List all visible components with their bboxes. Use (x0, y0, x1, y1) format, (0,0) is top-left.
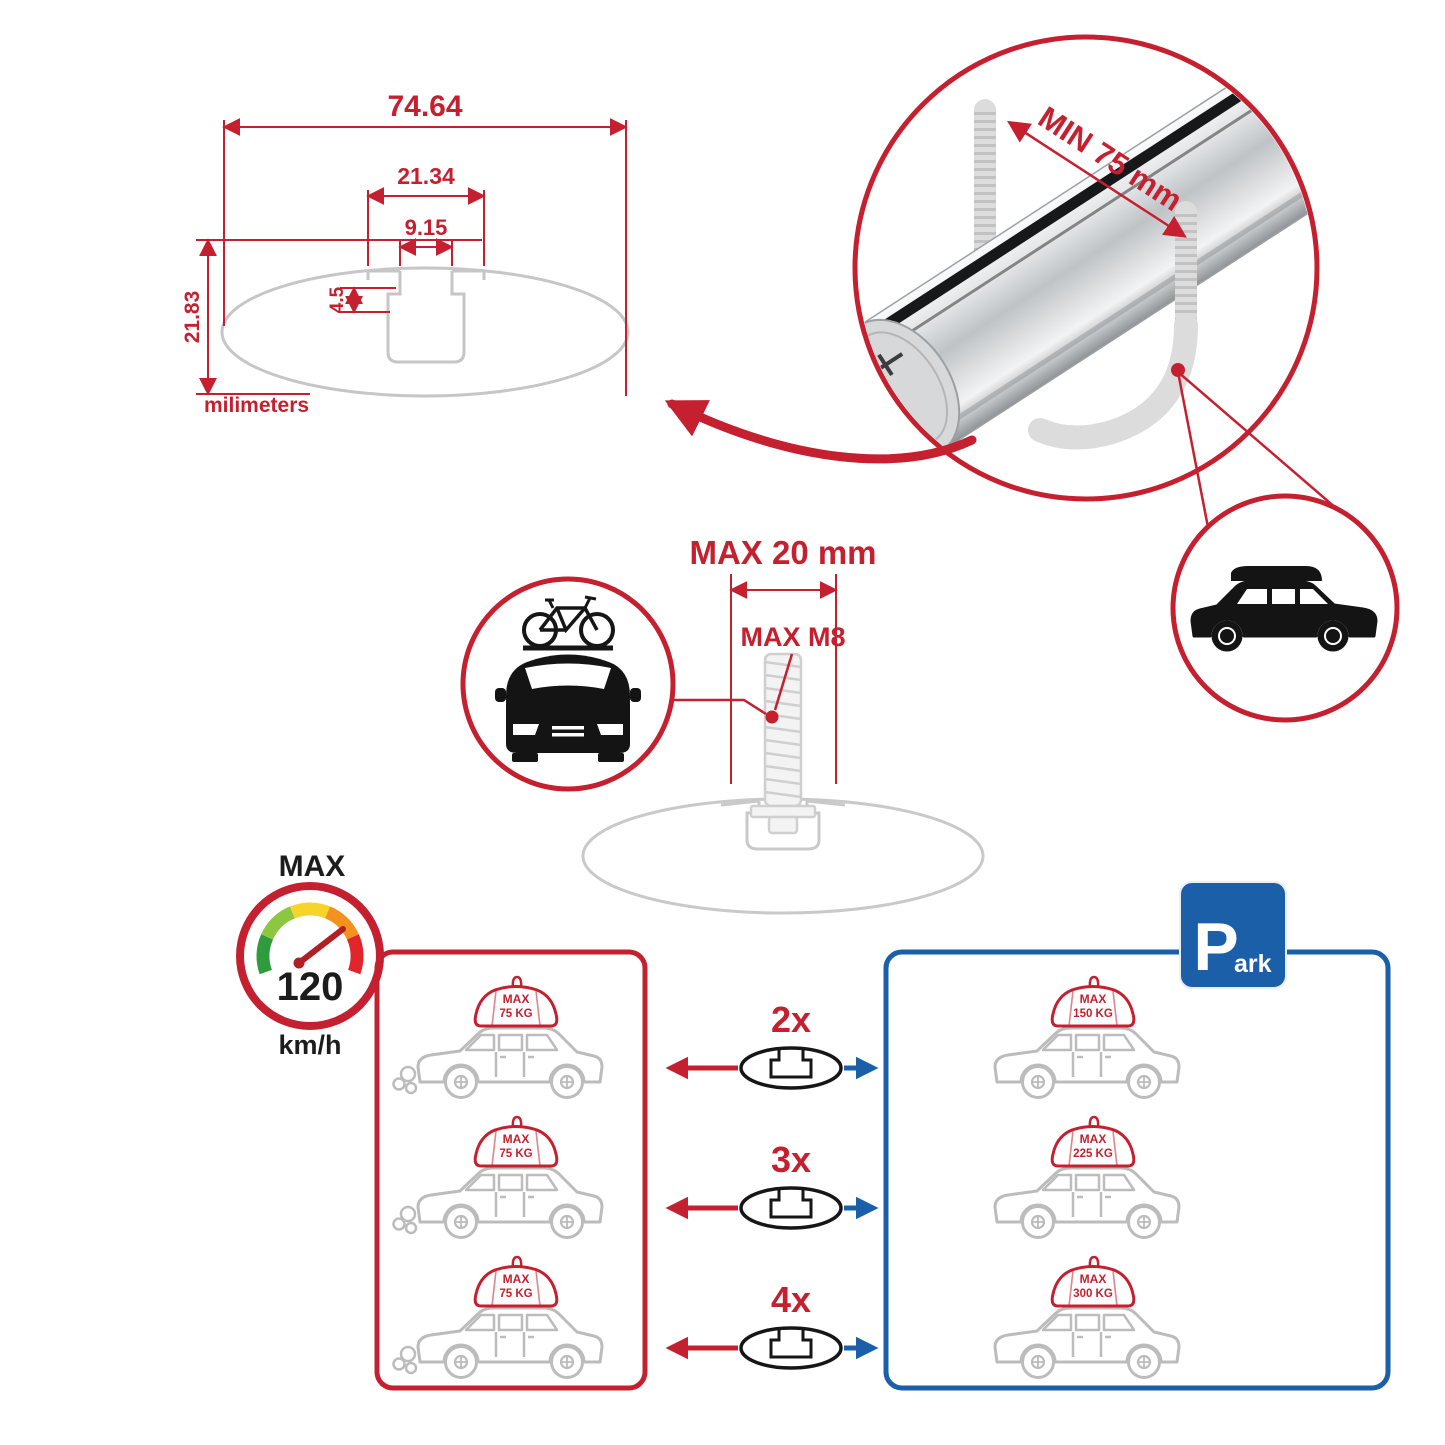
park-sign-ark: ark (1234, 950, 1272, 978)
bag-weight-label: 150 KG (1073, 1008, 1113, 1020)
bike-circle-ring (460, 576, 676, 792)
driving-load-box (374, 949, 648, 1391)
crossbar-profile-diagram: 74.64 21.34 9.15 4.5 21.83 milimeters (181, 90, 630, 417)
clamp-hook (1028, 313, 1198, 450)
profile-ellipse (220, 266, 630, 398)
bag-max-label: MAX (503, 992, 530, 1006)
multiplier-label: 3x (771, 1139, 811, 1180)
multiplier-row-3: 4x (665, 1279, 879, 1370)
bag-max-label: MAX (503, 1272, 530, 1286)
gauge-needle (296, 926, 346, 966)
park-sign: P ark (1179, 881, 1287, 989)
parked-car-row-1: MAX 150 KG (993, 975, 1181, 1099)
gauge-pivot (293, 957, 305, 969)
exhaust-puffs (392, 1205, 418, 1235)
t-bolt (749, 652, 817, 835)
detail-circle-ring (852, 34, 1320, 502)
bag-weight-label: 75 KG (499, 1008, 532, 1020)
crossbar-profile-icon (739, 1326, 843, 1370)
parked-car-row-3: MAX 300 KG (993, 1255, 1181, 1379)
multiplier-label: 2x (771, 999, 811, 1040)
profile-t-slot (366, 269, 486, 364)
max-bolt-length-label: MAX 20 mm (689, 534, 876, 571)
bag-max-label: MAX (1080, 992, 1107, 1006)
bag-weight-label: 75 KG (499, 1288, 532, 1300)
max-thread-label: MAX M8 (740, 622, 845, 652)
dim-channel-opening-label: 9.15 (405, 215, 448, 240)
driving-car-row-3: MAX 75 KG (392, 1255, 604, 1379)
speedometer-gauge-icon (256, 902, 364, 975)
bolt-flange (749, 804, 817, 819)
dim-total-width-label: 74.64 (387, 90, 462, 123)
speed-limit-badge: MAX 120 km/h (236, 850, 384, 1060)
exhaust-puffs (392, 1065, 418, 1095)
car-silhouette (993, 1166, 1181, 1239)
crossbar-slot-icon (769, 1189, 813, 1219)
crossbar-profile-icon (739, 1186, 843, 1230)
bag-max-label: MAX (503, 1132, 530, 1146)
bolt-fixing-section: MAX 20 mm MAX M8 (460, 534, 985, 915)
exhaust-puffs (392, 1345, 418, 1375)
callout-line (1176, 371, 1214, 549)
driving-car-row-1: MAX 75 KG (392, 975, 604, 1099)
bolt-threads (764, 660, 802, 799)
car-silhouette (416, 1026, 604, 1099)
bike-car-callout (460, 576, 767, 792)
speed-value: 120 (277, 965, 344, 1009)
bag-weight-label: 75 KG (499, 1148, 532, 1160)
car-silhouette (993, 1306, 1181, 1379)
crossbar-slot-icon (769, 1329, 813, 1359)
speed-max-label: MAX (279, 850, 346, 883)
bag-max-label: MAX (1080, 1272, 1107, 1286)
multiplier-row-2: 3x (665, 1139, 879, 1230)
bike-callout-leader (671, 698, 767, 716)
thread-leader (773, 653, 794, 711)
car-silhouette (416, 1166, 604, 1239)
crossbar-detail-callout: MIN 75 mm (664, 34, 1345, 549)
parked-load-box (883, 949, 1391, 1391)
thread-dot (765, 710, 779, 724)
dim-channel-outer-label: 21.34 (397, 163, 455, 189)
park-sign-p: P (1193, 909, 1238, 985)
bolt-head (767, 815, 799, 835)
callout-line (1177, 371, 1345, 516)
multiplier-row-1: 2x (665, 999, 879, 1090)
units-label: milimeters (204, 394, 309, 417)
zoom-arrow (664, 399, 977, 464)
car-front-icon (495, 654, 641, 762)
suv-roofbox-callout (1170, 493, 1400, 723)
bag-weight-label: 225 KG (1073, 1148, 1113, 1160)
suv-circle-ring (1170, 493, 1400, 723)
car-silhouette (993, 1026, 1181, 1099)
bag-weight-label: 300 KG (1073, 1288, 1113, 1300)
speed-units: km/h (278, 1030, 341, 1060)
car-silhouette (416, 1306, 604, 1379)
dim-lip-label: 4.5 (327, 286, 348, 313)
parked-car-row-2: MAX 225 KG (993, 1115, 1181, 1239)
driving-car-row-2: MAX 75 KG (392, 1115, 604, 1239)
crossbar-profile-icon (739, 1046, 843, 1090)
bag-max-label: MAX (1080, 1132, 1107, 1146)
crossbar-slot-icon (769, 1049, 813, 1079)
profile-t-slot-bottom (720, 799, 846, 851)
multiplier-label: 4x (771, 1279, 811, 1320)
dim-total-height-label: 21.83 (181, 291, 204, 344)
